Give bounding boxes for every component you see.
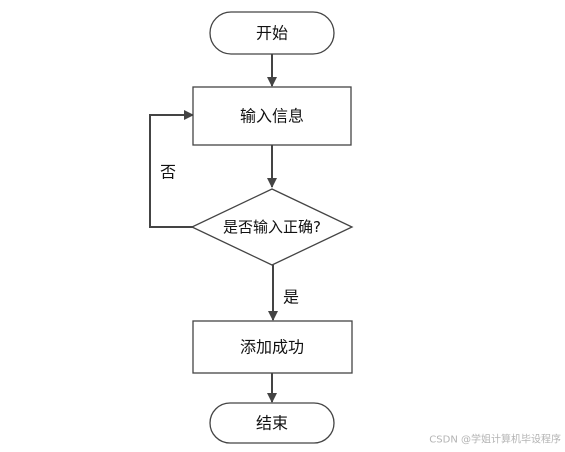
watermark-text: CSDN @学姐计算机毕设程序 [429,433,561,446]
decision-label: 是否输入正确? [223,218,321,236]
start-terminal-shape [209,11,335,55]
edges [149,54,278,403]
edge-decision-no-loop [149,110,196,228]
input-label: 输入信息 [240,107,304,126]
end-label: 结束 [256,414,288,433]
end-terminal-shape [209,402,335,444]
input-node: 输入信息 [192,86,352,146]
start-node: 开始 [209,11,335,55]
input-process-shape [192,86,352,146]
edge-label-yes: 是 [283,288,299,307]
start-label: 开始 [256,24,288,43]
edge-label-no: 否 [160,163,176,182]
add-label: 添加成功 [240,338,304,357]
decision-diamond-shape [190,188,354,266]
decision-node: 是否输入正确? [190,188,354,266]
end-node: 结束 [209,402,335,444]
add-process-shape [192,320,353,374]
add-node: 添加成功 [192,320,353,374]
